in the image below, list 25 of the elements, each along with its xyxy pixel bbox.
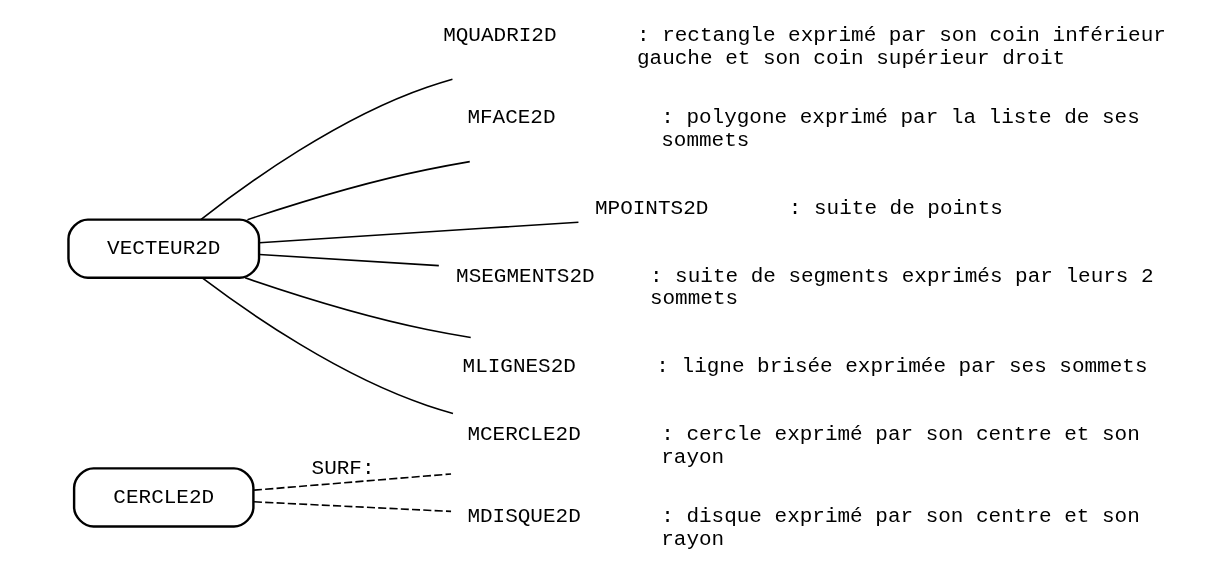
- node-text: MLIGNES2D: [462, 355, 576, 379]
- node-text: MCERCLE2D: [466, 422, 581, 446]
- node-text: MSEGMENTS2D: [455, 264, 595, 288]
- node-text: MDISQUE2D: [466, 505, 581, 529]
- connector: [258, 221, 579, 244]
- node-label: : suite de points: [788, 196, 1003, 220]
- node-label: : ligne brisée exprimée par ses sommets: [655, 355, 1147, 379]
- edge-label: SURF:: [311, 456, 375, 480]
- connector: [258, 253, 440, 267]
- node-label: : polygone exprimé par la liste de ses sommets: [660, 106, 1140, 153]
- connector: [252, 501, 452, 513]
- connector: [199, 78, 453, 221]
- node-text: MFACE2D: [466, 106, 556, 130]
- node-box: CERCLE2D: [72, 467, 255, 528]
- node-box: VECTEUR2D: [66, 218, 260, 279]
- node-label: : suite de segments exprimés par leurs 2 sommets: [649, 264, 1154, 311]
- node-label: : cercle exprimé par son centre et son rayon: [660, 422, 1140, 469]
- connector: [243, 277, 472, 339]
- node-label: : disque exprimé par son centre et son rayon: [660, 505, 1140, 551]
- node-label: : rectangle exprimé par son coin inférieur gauche et son coin supérieur droit: [636, 24, 1166, 70]
- node-text: MQUADRI2D: [442, 24, 557, 48]
- connector: [200, 277, 454, 415]
- connector: [246, 160, 471, 221]
- node-text: MPOINTS2D: [594, 196, 708, 220]
- connector: [252, 473, 452, 491]
